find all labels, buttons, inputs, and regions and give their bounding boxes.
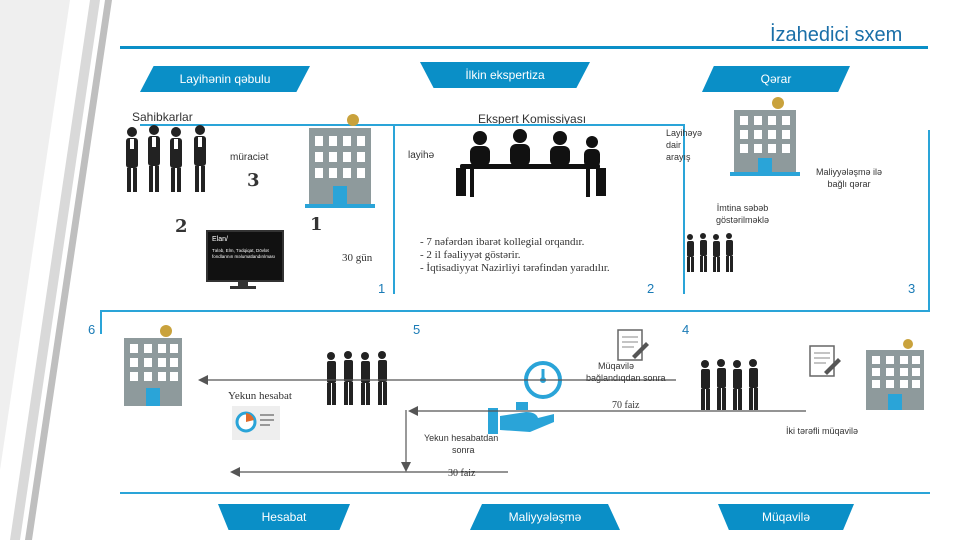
banner-funding: Maliyyələşmə [470,504,620,530]
connector-line [100,310,930,312]
connector-line [683,124,685,294]
connector-line [393,124,395,294]
banner-contract: Müqavilə [718,504,854,530]
seventy-percent-label: 70 faiz [612,400,640,411]
final-report-label: Yekun hesabat [228,390,292,402]
after-final-report-label: Yekun hesabatdan sonra [424,433,499,455]
step-number-3-small: 3 [908,281,916,296]
thirty-percent-label: 30 faiz [448,468,476,479]
step-number-6-small: 6 [88,322,96,337]
payment-hand-icon [488,402,554,434]
application-label: müraciət [230,152,269,163]
step-number-5-small: 5 [413,322,421,337]
bottom-line [120,492,930,494]
commission-facts-list: - 7 nəfərdən ibarət kollegial orqandır. … [420,236,610,275]
announcement-monitor: Elan/ Tələb, Elm, Tədqiqat, Dövlət fondl… [206,230,284,282]
businesspeople-group-illustration [701,359,758,410]
expert-meeting-illustration [456,129,606,197]
banner-decision: Qərar [702,66,850,92]
monitor-stand [238,280,248,286]
thirty-days-label: 30 gün [342,252,373,264]
step-number-4-small: 4 [682,322,690,337]
flow-arrow [401,410,411,472]
page-title: İzahedici sxem [770,24,903,46]
step-number-2-small: 2 [647,281,655,296]
banner-report: Hesabat [218,504,350,530]
step-number-1-small: 1 [378,281,386,296]
list-item: - 2 il fəaliyyət göstərir. [420,249,521,261]
step-number-2: 2 [175,216,188,237]
office-building-illustration [866,339,924,410]
monitor-body: Tələb, Elm, Tədqiqat, Dövlət fondlarının… [212,248,276,259]
banner-acceptance: Layihənin qəbulu [140,66,310,92]
report-document-icon [232,406,280,440]
flow-arrow [408,406,806,416]
owners-label: Sahibkarlar [132,110,193,124]
businesspeople-group-illustration [327,351,387,405]
contract-document-icon [617,329,649,361]
contract-after-label: Müqavilə bağlandıqdan sonra [586,361,666,383]
connector-line [140,124,685,126]
list-item: - İqtisadiyyat Nazirliyi tərəfindən yara… [420,262,610,274]
office-building-illustration [124,325,182,406]
rejection-reason-label: İmtina səbəb göstərilməklə [716,203,770,225]
office-building-illustration [730,97,800,176]
bilateral-contract-label: İki tərəfli müqavilə [786,426,859,436]
funding-decision-label: Maliyyələşmə ilə bağlı qərar [816,167,883,189]
contract-document-icon [809,345,841,377]
step-number-1: 1 [310,214,323,235]
list-item: - 7 nəfərdən ibarət kollegial orqandır. [420,236,585,248]
monitor-title: Elan/ [212,236,228,243]
flow-arrow [198,375,676,385]
flow-arrow [230,467,508,477]
office-building-illustration [305,114,375,208]
connector-line [100,310,102,334]
connector-line [928,130,930,310]
project-inquiry-label: Layihəyə dair arayış [666,128,703,162]
expert-commission-label: Ekspert Komissiyası [478,112,587,126]
banner-initial-expertise: İlkin ekspertiza [420,62,590,88]
title-underline [120,46,928,49]
monitor-base [230,286,256,289]
step-number-3: 3 [247,170,260,191]
project-label: layihə [408,150,435,161]
businesspeople-group-illustration [126,125,206,192]
decorative-stripes [0,0,112,540]
businesspeople-group-illustration [687,233,733,272]
